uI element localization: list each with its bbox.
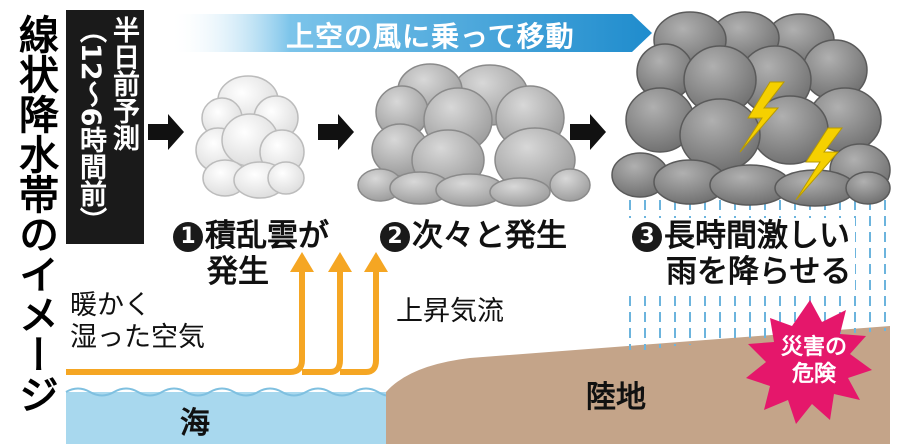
danger-burst — [746, 300, 872, 424]
cumulonimbus-cloud-3 — [611, 11, 891, 207]
danger-label: 災害の 危険 — [770, 334, 858, 388]
land-label: 陸地 — [586, 380, 646, 415]
cumulonimbus-cloud-2 — [357, 63, 591, 207]
danger-line2: 危険 — [791, 362, 836, 387]
stage-arrow — [148, 114, 606, 150]
forecast-box: 半日前予測（12〜6時間前） — [66, 10, 144, 244]
sea-label: 海 — [180, 406, 210, 441]
banner-arrow — [170, 14, 652, 52]
banner-label: 上空の風に乗って移動 — [286, 20, 575, 53]
stage-3-line2: 雨を降らせる — [666, 254, 852, 290]
updraft-label: 上昇気流 — [396, 296, 504, 327]
stage-1-line2: 発生 — [207, 254, 269, 290]
cumulonimbus-cloud-1 — [195, 75, 305, 199]
warm-air-label: 暖かく 湿った空気 — [70, 290, 205, 354]
stage-3-line1: 長時間激しい — [664, 218, 850, 254]
danger-line1: 災害の — [780, 335, 847, 360]
sea-waves — [65, 387, 391, 397]
stage-2-line1: 次々と発生 — [412, 218, 567, 254]
stage-1-number: 1 — [173, 222, 203, 252]
warm-air-line2: 湿った空気 — [70, 322, 205, 353]
lightning-icon — [739, 81, 843, 201]
stage-2-number: 2 — [380, 222, 410, 252]
updraft-arrowheads — [290, 252, 388, 272]
forecast-box-text: 半日前予測（12〜6時間前） — [75, 16, 139, 235]
updraft-arrows — [66, 270, 379, 375]
sea-area — [66, 392, 386, 444]
page-title: 線状降水帯のイメージ — [12, 14, 58, 414]
stage-1-line1: 積乱雲が — [205, 218, 329, 254]
stage-3-number: 3 — [632, 222, 662, 252]
warm-air-line1: 暖かく — [70, 290, 151, 321]
